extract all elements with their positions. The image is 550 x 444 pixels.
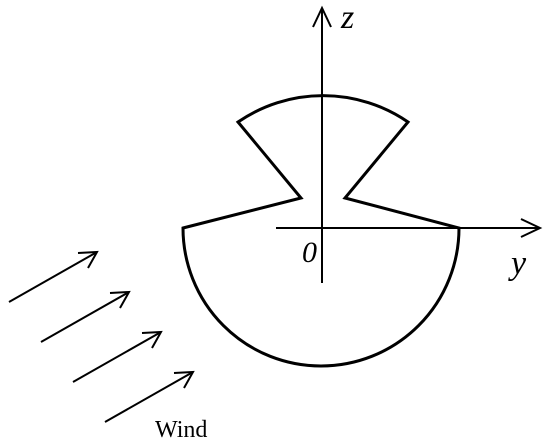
z-axis-label: z <box>340 0 354 36</box>
z-axis-arrowhead <box>312 5 332 28</box>
wind-arrow <box>72 330 163 383</box>
origin-label: 0 <box>302 236 317 269</box>
wind-arrow <box>8 250 99 303</box>
y-axis-arrowhead <box>520 218 543 238</box>
wind-arrow <box>40 290 131 343</box>
y-axis-label: y <box>508 245 527 282</box>
wind-label: Wind <box>155 417 207 443</box>
wind-arrows <box>8 250 195 423</box>
wind-arrow <box>104 370 195 423</box>
